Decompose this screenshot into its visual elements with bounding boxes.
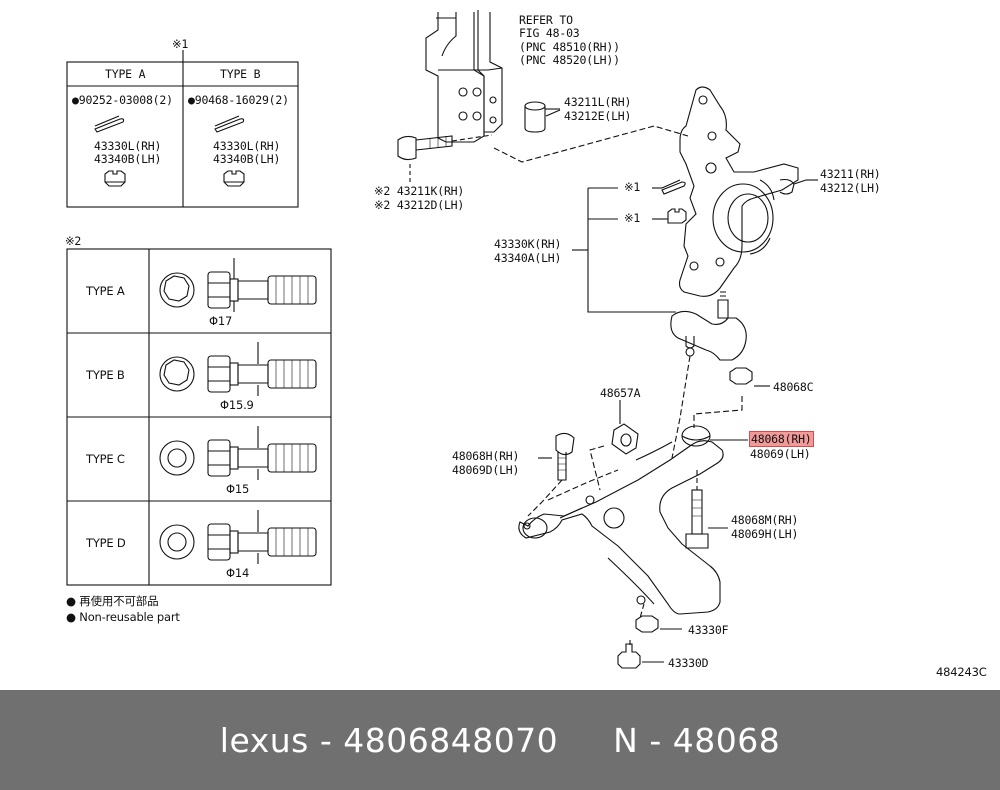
label-48657A: 48657A	[600, 386, 641, 400]
legend-line-ja: ● 再使用不可部品	[66, 594, 159, 608]
type-table-frame	[66, 50, 299, 208]
type-table-a-nut-lh: 43340B(LH)	[94, 152, 162, 166]
steering-knuckle	[678, 86, 807, 297]
label-note1-pin: ※1	[624, 180, 641, 194]
legend-line-en: ● Non-reusable part	[66, 610, 180, 624]
label-43212: 43212(LH)	[820, 181, 881, 195]
type-table-a-part: ●90252-03008(2)	[72, 93, 173, 107]
type-table-a-nut-rh: 43330L(RH)	[94, 139, 162, 153]
bolt-type-c-dia: Φ15	[226, 482, 250, 496]
footer-caption: lexus - 4806848070 N - 48068	[220, 721, 780, 760]
label-48068-rh: 48068(RH)	[749, 431, 814, 447]
bolt-43211K	[397, 134, 493, 184]
dash-bolt-arm	[547, 469, 619, 501]
note-marker-1: ※1	[172, 37, 189, 51]
label-48069H: 48069H(LH)	[731, 527, 799, 541]
type-table-b-part: ●90468-16029(2)	[188, 93, 289, 107]
castle-nut-icon	[104, 170, 126, 187]
type-table-col-a: TYPE A	[105, 67, 146, 81]
label-48069-lh: 48069(LH)	[750, 447, 811, 461]
type-table-b-nut-lh: 43340B(LH)	[213, 152, 281, 166]
drawing-code: 484243C	[936, 665, 987, 679]
bushing-43211L	[524, 101, 561, 133]
label-43340A: 43340A(LH)	[494, 251, 562, 265]
type-table-col-b: TYPE B	[220, 67, 261, 81]
parts-diagram: ※1 TYPE A TYPE B ●90252-03008(2) ●90468-…	[65, 10, 987, 679]
label-43330D: 43330D	[668, 656, 709, 670]
dash-bushing-arm	[589, 445, 605, 491]
bolt-type-b-label: TYPE B	[86, 368, 125, 382]
label-43212D: ※2 43212D(LH)	[374, 198, 465, 212]
footer-n-label: N	[613, 720, 639, 760]
type-table-b-nut-rh: 43330L(RH)	[213, 139, 281, 153]
refer-line-3: (PNC 48510(RH))	[519, 40, 620, 54]
footer-sep-1: -	[308, 720, 344, 760]
label-note1-nut: ※1	[624, 211, 641, 225]
strut-bracket	[425, 10, 503, 143]
footer-part-number: 4806848070	[343, 720, 559, 760]
bolt-type-b-dia: Φ15.9	[220, 398, 254, 412]
bolt-48068H	[527, 432, 575, 517]
knuckle-castle-nut	[652, 208, 687, 224]
cotter-pin-icon	[94, 115, 125, 133]
label-48068C: 48068C	[773, 380, 814, 394]
bolt-table-frame	[66, 248, 332, 586]
label-48068-rh-highlight: 48068(RH)	[749, 431, 814, 447]
label-48069D: 48069D(LH)	[452, 463, 520, 477]
refer-line-4: (PNC 48520(LH))	[519, 53, 620, 67]
bushing-48657A	[611, 400, 639, 455]
nut-43330F	[635, 603, 682, 633]
footer-brand: lexus	[219, 720, 309, 760]
bolt-type-a-dia: Φ17	[209, 314, 233, 328]
label-43211: 43211(RH)	[820, 167, 881, 181]
footer-sep-2: -	[638, 720, 673, 760]
knuckle-cotter-pin	[652, 179, 686, 195]
bolt-row-a	[159, 258, 317, 312]
bolt-type-d-label: TYPE D	[86, 536, 126, 550]
footer-n-value: 48068	[672, 720, 781, 760]
ball-joint	[670, 291, 747, 361]
bolt-row-d	[159, 510, 317, 564]
footer-gap	[558, 721, 613, 760]
dash-strut-knuckle	[493, 125, 689, 163]
nut-43330D	[617, 640, 664, 669]
refer-line-1: REFER TO	[519, 13, 573, 27]
label-43212E: 43212E(LH)	[564, 109, 632, 123]
nut-48068C	[693, 367, 770, 428]
bolt-type-a-label: TYPE A	[86, 284, 125, 298]
cotter-pin-icon	[214, 115, 245, 133]
leader-43330K	[587, 188, 676, 313]
note-marker-2: ※2	[65, 234, 82, 248]
lower-control-arm	[518, 425, 724, 615]
footer-bar: lexus - 4806848070 N - 48068	[0, 690, 1000, 790]
label-48068M: 48068M(RH)	[731, 513, 799, 527]
label-43211K: ※2 43211K(RH)	[374, 184, 465, 198]
bolt-row-b	[159, 342, 317, 396]
bolt-row-c	[159, 426, 317, 480]
bolt-type-d-dia: Φ14	[226, 566, 250, 580]
label-43330K: 43330K(RH)	[494, 237, 562, 251]
label-43330F: 43330F	[688, 623, 729, 637]
castle-nut-icon	[223, 170, 245, 187]
dash-ball-joint-down	[671, 355, 691, 459]
diagram-artwork	[66, 10, 818, 669]
refer-line-2: FIG 48-03	[519, 26, 580, 40]
bolt-48068M	[685, 470, 728, 549]
label-43211L: 43211L(RH)	[564, 95, 632, 109]
label-48068H: 48068H(RH)	[452, 449, 520, 463]
bolt-type-c-label: TYPE C	[86, 452, 125, 466]
